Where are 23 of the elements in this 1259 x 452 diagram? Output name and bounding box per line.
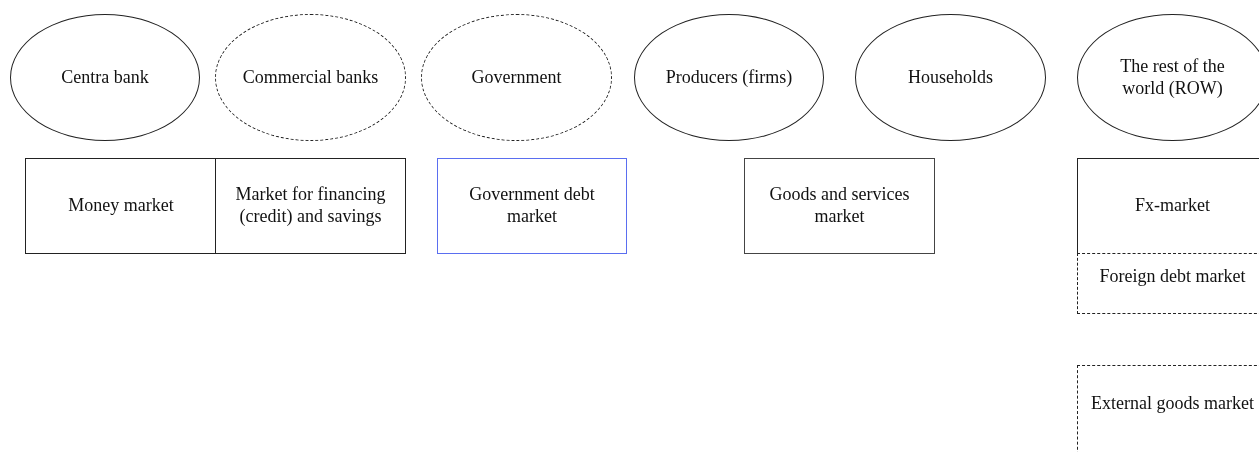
actor-ellipse	[10, 14, 200, 141]
node-label: Goods and services market	[768, 184, 911, 228]
node-label: Market for financing (credit) and savings	[234, 184, 387, 228]
node-label: Government debt market	[468, 184, 596, 228]
market-box	[25, 158, 216, 254]
node-label: Commercial banks	[242, 66, 379, 89]
actor-ellipse	[634, 14, 824, 141]
market-box	[1077, 365, 1259, 452]
node-label: Government	[471, 66, 562, 89]
node-label: Producers (firms)	[665, 66, 793, 89]
actor-ellipse	[855, 14, 1046, 141]
node-label: Households	[908, 66, 993, 89]
market-box	[215, 158, 406, 254]
market-box	[1077, 253, 1259, 314]
node-label: The rest of the world (ROW)	[1119, 55, 1226, 100]
node-label: External goods market	[1091, 393, 1254, 415]
node-label: Money market	[68, 195, 174, 217]
node-label: Centra bank	[61, 66, 149, 89]
node-label: Foreign debt market	[1099, 266, 1246, 288]
market-box	[437, 158, 627, 254]
market-box	[744, 158, 935, 254]
node-label: Fx-market	[1135, 195, 1210, 217]
market-box	[1077, 158, 1259, 254]
